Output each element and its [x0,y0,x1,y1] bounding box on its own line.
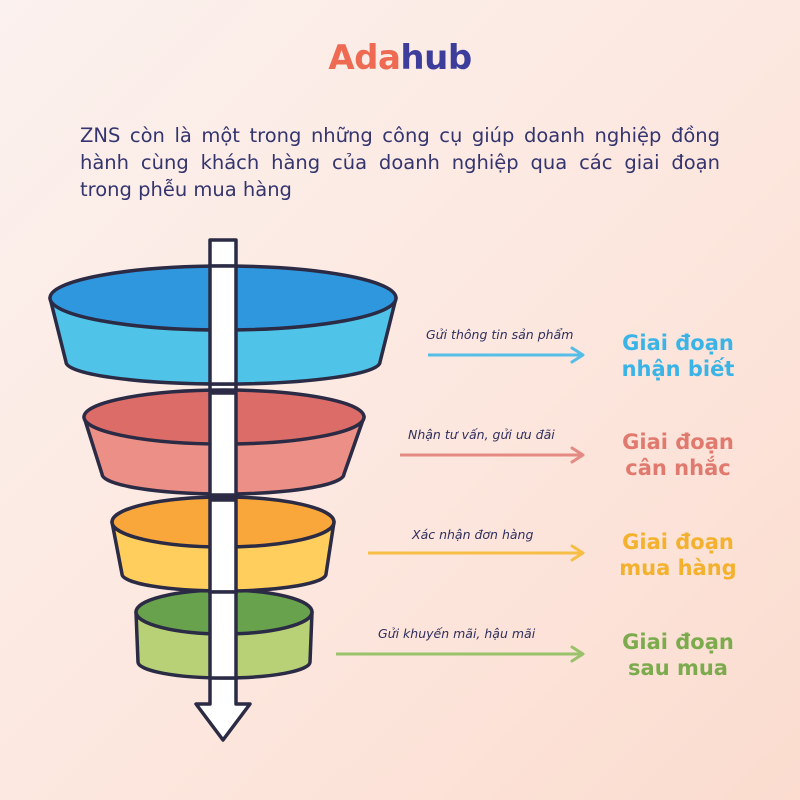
stage-4: Gửi khuyến mãi, hậu mãi Giai đoạn sau mu… [336,626,734,680]
stage-2-caption: Nhận tư vấn, gửi ưu đãi [408,427,555,442]
adahub-logo: Adahub [0,38,800,78]
stage-3-arrow-head [570,544,585,562]
intro-paragraph: ZNS còn là một trong những công cụ giúp … [80,124,720,201]
shaft-segment-1 [208,264,238,386]
stage-4-caption: Gửi khuyến mãi, hậu mãi [378,626,536,641]
stage-1-arrow-head [570,346,585,364]
stage-1-title-line1: Giai đoạn [622,331,734,355]
stage-1: Gửi thông tin sản phẩm Giai đoạn nhận bi… [426,327,734,381]
logo-part-hub: hub [400,38,472,78]
stage-2-arrow-head [570,446,585,464]
shaft-segment-3 [208,498,238,594]
stage-1-caption: Gửi thông tin sản phẩm [426,327,573,342]
logo-part-ada: Ada [328,38,401,78]
shaft-segment-2 [208,391,238,497]
stage-1-title-line2: nhận biết [622,357,735,381]
stage-2-title-line2: cân nhắc [625,455,730,480]
stage-4-arrow-head [570,645,585,663]
stage-4-title-line2: sau mua [628,656,728,680]
stage-3-caption: Xác nhận đơn hàng [411,527,533,542]
stage-3-title-line1: Giai đoạn [622,530,734,554]
stage-2: Nhận tư vấn, gửi ưu đãi Giai đoạn cân nh… [400,427,734,480]
stage-4-title-line1: Giai đoạn [622,630,734,654]
stage-2-title-line1: Giai đoạn [622,430,734,454]
stage-3: Xác nhận đơn hàng Giai đoạn mua hàng [368,527,737,580]
shaft-segment-4 [208,590,238,680]
stage-3-title-line2: mua hàng [619,556,736,580]
